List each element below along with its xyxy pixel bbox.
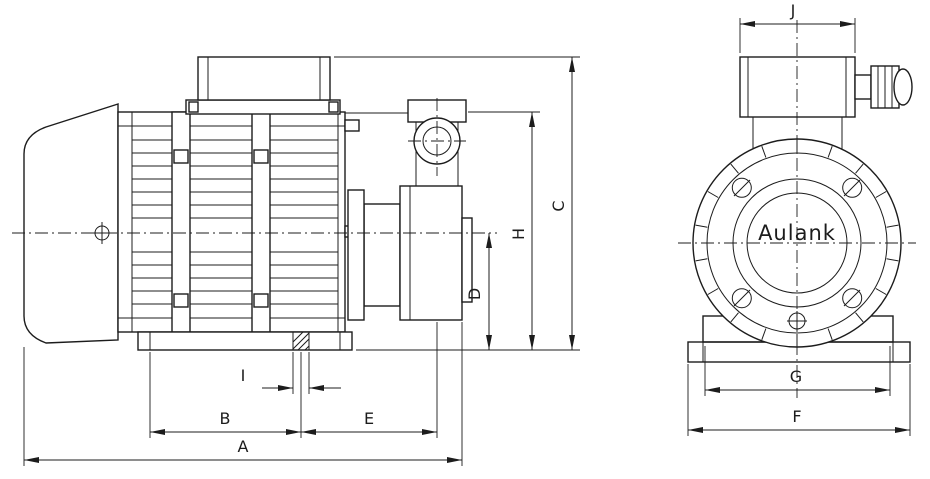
dim-label-c: C <box>549 200 568 211</box>
dim-label-e: E <box>364 409 374 428</box>
terminal-box-side <box>185 56 341 115</box>
dim-label-h: H <box>509 228 528 240</box>
rear-end-cover <box>23 103 119 344</box>
cable-gland <box>854 65 913 109</box>
discharge-port <box>407 98 467 186</box>
dim-label-j: J <box>790 1 796 20</box>
dim-label-b: B <box>220 409 231 428</box>
side-view <box>12 56 497 351</box>
brand-text: Aulank <box>758 221 836 245</box>
front-view: Aulank <box>678 20 916 398</box>
mounting-feet <box>137 331 353 351</box>
dim-label-i: I <box>241 366 246 385</box>
terminal-box-front <box>739 56 856 118</box>
tie-rod-strips <box>171 111 271 333</box>
foot-slot-hatch <box>292 331 310 351</box>
dimensioning: A B E I D H C J G F <box>23 1 911 466</box>
dim-label-d: D <box>465 288 484 300</box>
cooling-fins <box>132 139 338 305</box>
dim-label-g: G <box>790 367 802 386</box>
dim-label-f: F <box>792 407 801 426</box>
body-rails <box>118 125 345 319</box>
flange-bolt-holes <box>731 177 863 331</box>
extension-lines <box>23 18 911 466</box>
pump-volute <box>347 185 473 321</box>
body-flange-lines <box>131 112 339 332</box>
front-view-centerlines <box>678 20 916 398</box>
flange-bolt-top <box>344 119 360 132</box>
dim-label-a: A <box>238 437 249 456</box>
motor-body <box>117 111 346 333</box>
